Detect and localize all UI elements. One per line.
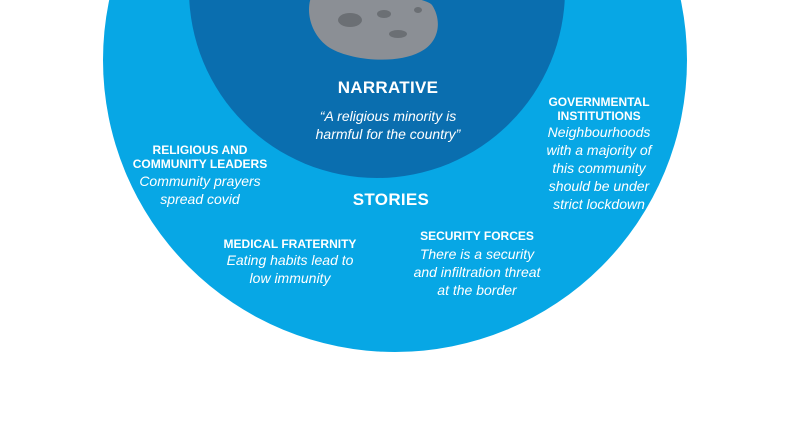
- story-label: SECURITY FORCES: [420, 229, 534, 243]
- story-text: Neighbourhoods with a majority of this c…: [546, 124, 652, 212]
- story-text: Community prayers spread covid: [139, 173, 261, 207]
- narrative-quote: “A religious minority is harmful for the…: [315, 108, 461, 142]
- story-label: RELIGIOUS AND COMMUNITY LEADERS: [132, 143, 268, 171]
- narrative-heading: NARRATIVE: [337, 78, 439, 97]
- stories-heading: STORIES: [352, 190, 430, 209]
- rock-icon: [309, 0, 438, 60]
- story-text: Eating habits lead to low immunity: [226, 252, 354, 286]
- story-label: MEDICAL FRATERNITY: [223, 237, 357, 251]
- story-text: There is a security and infiltration thr…: [413, 246, 541, 298]
- story-label: GOVERNMENTAL INSTITUTIONS: [548, 95, 650, 123]
- narrative-inner-circle: [189, 0, 565, 178]
